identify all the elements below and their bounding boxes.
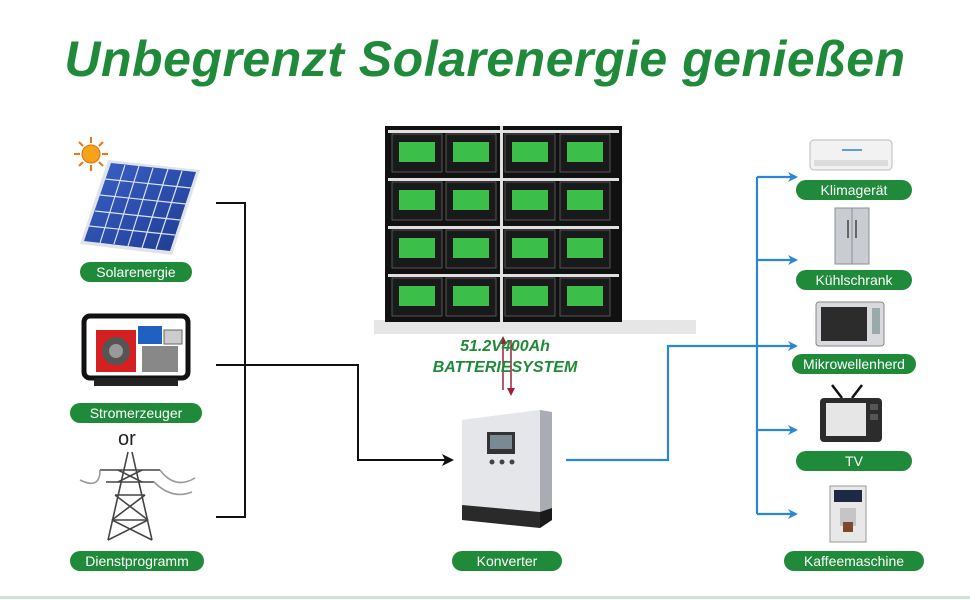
battery-rack-icon	[374, 126, 696, 334]
battery-module-label	[453, 190, 489, 210]
label-mikrowellenherd: Mikrowellenherd	[792, 354, 916, 374]
battery-module-label	[512, 190, 548, 210]
battery-module-label	[512, 238, 548, 258]
power-tower-icon	[79, 451, 196, 541]
or-label: or	[118, 428, 136, 450]
battery-module-label	[567, 238, 603, 258]
battery-module-label	[567, 286, 603, 306]
battery-module-label	[453, 238, 489, 258]
source-bracket	[216, 202, 454, 518]
battery-module-label	[512, 286, 548, 306]
sun-icon	[74, 137, 108, 171]
inverter-icon	[462, 410, 552, 528]
solar-panel-icon	[80, 160, 200, 255]
battery-module-label	[453, 286, 489, 306]
generator-icon	[81, 313, 191, 386]
label-dienstprogramm: Dienstprogramm	[70, 551, 204, 571]
battery-module-label	[512, 142, 548, 162]
battery-module-label	[399, 142, 435, 162]
label-stromerzeuger: Stromerzeuger	[70, 403, 202, 423]
bottom-divider	[0, 596, 970, 599]
label-kuehlschrank: Kühlschrank	[796, 270, 912, 290]
fridge-icon	[834, 207, 870, 265]
coffee-machine-icon	[829, 485, 867, 543]
battery-capacity: 51.2V400Ah	[460, 338, 550, 355]
label-kaffeemaschine: Kaffeemaschine	[784, 551, 924, 571]
battery-module-label	[567, 190, 603, 210]
battery-module-label	[453, 142, 489, 162]
microwave-icon	[815, 301, 885, 347]
battery-module-label	[399, 190, 435, 210]
battery-flow-arrows	[499, 336, 515, 396]
battery-system: BATTERIESYSTEM	[432, 359, 578, 376]
tv-icon	[820, 384, 882, 442]
label-klimageraet: Klimagerät	[796, 180, 912, 200]
battery-module-label	[399, 238, 435, 258]
air-conditioner-icon	[809, 139, 893, 171]
battery-module-label	[567, 142, 603, 162]
battery-module-label	[399, 286, 435, 306]
label-solarenergie: Solarenergie	[80, 262, 192, 282]
label-konverter: Konverter	[452, 551, 562, 571]
label-tv: TV	[796, 451, 912, 471]
page-title: Unbegrenzt Solarenergie genießen	[64, 31, 906, 87]
battery-label: 51.2V400Ah BATTERIESYSTEM	[395, 336, 615, 378]
output-lines	[566, 172, 798, 519]
